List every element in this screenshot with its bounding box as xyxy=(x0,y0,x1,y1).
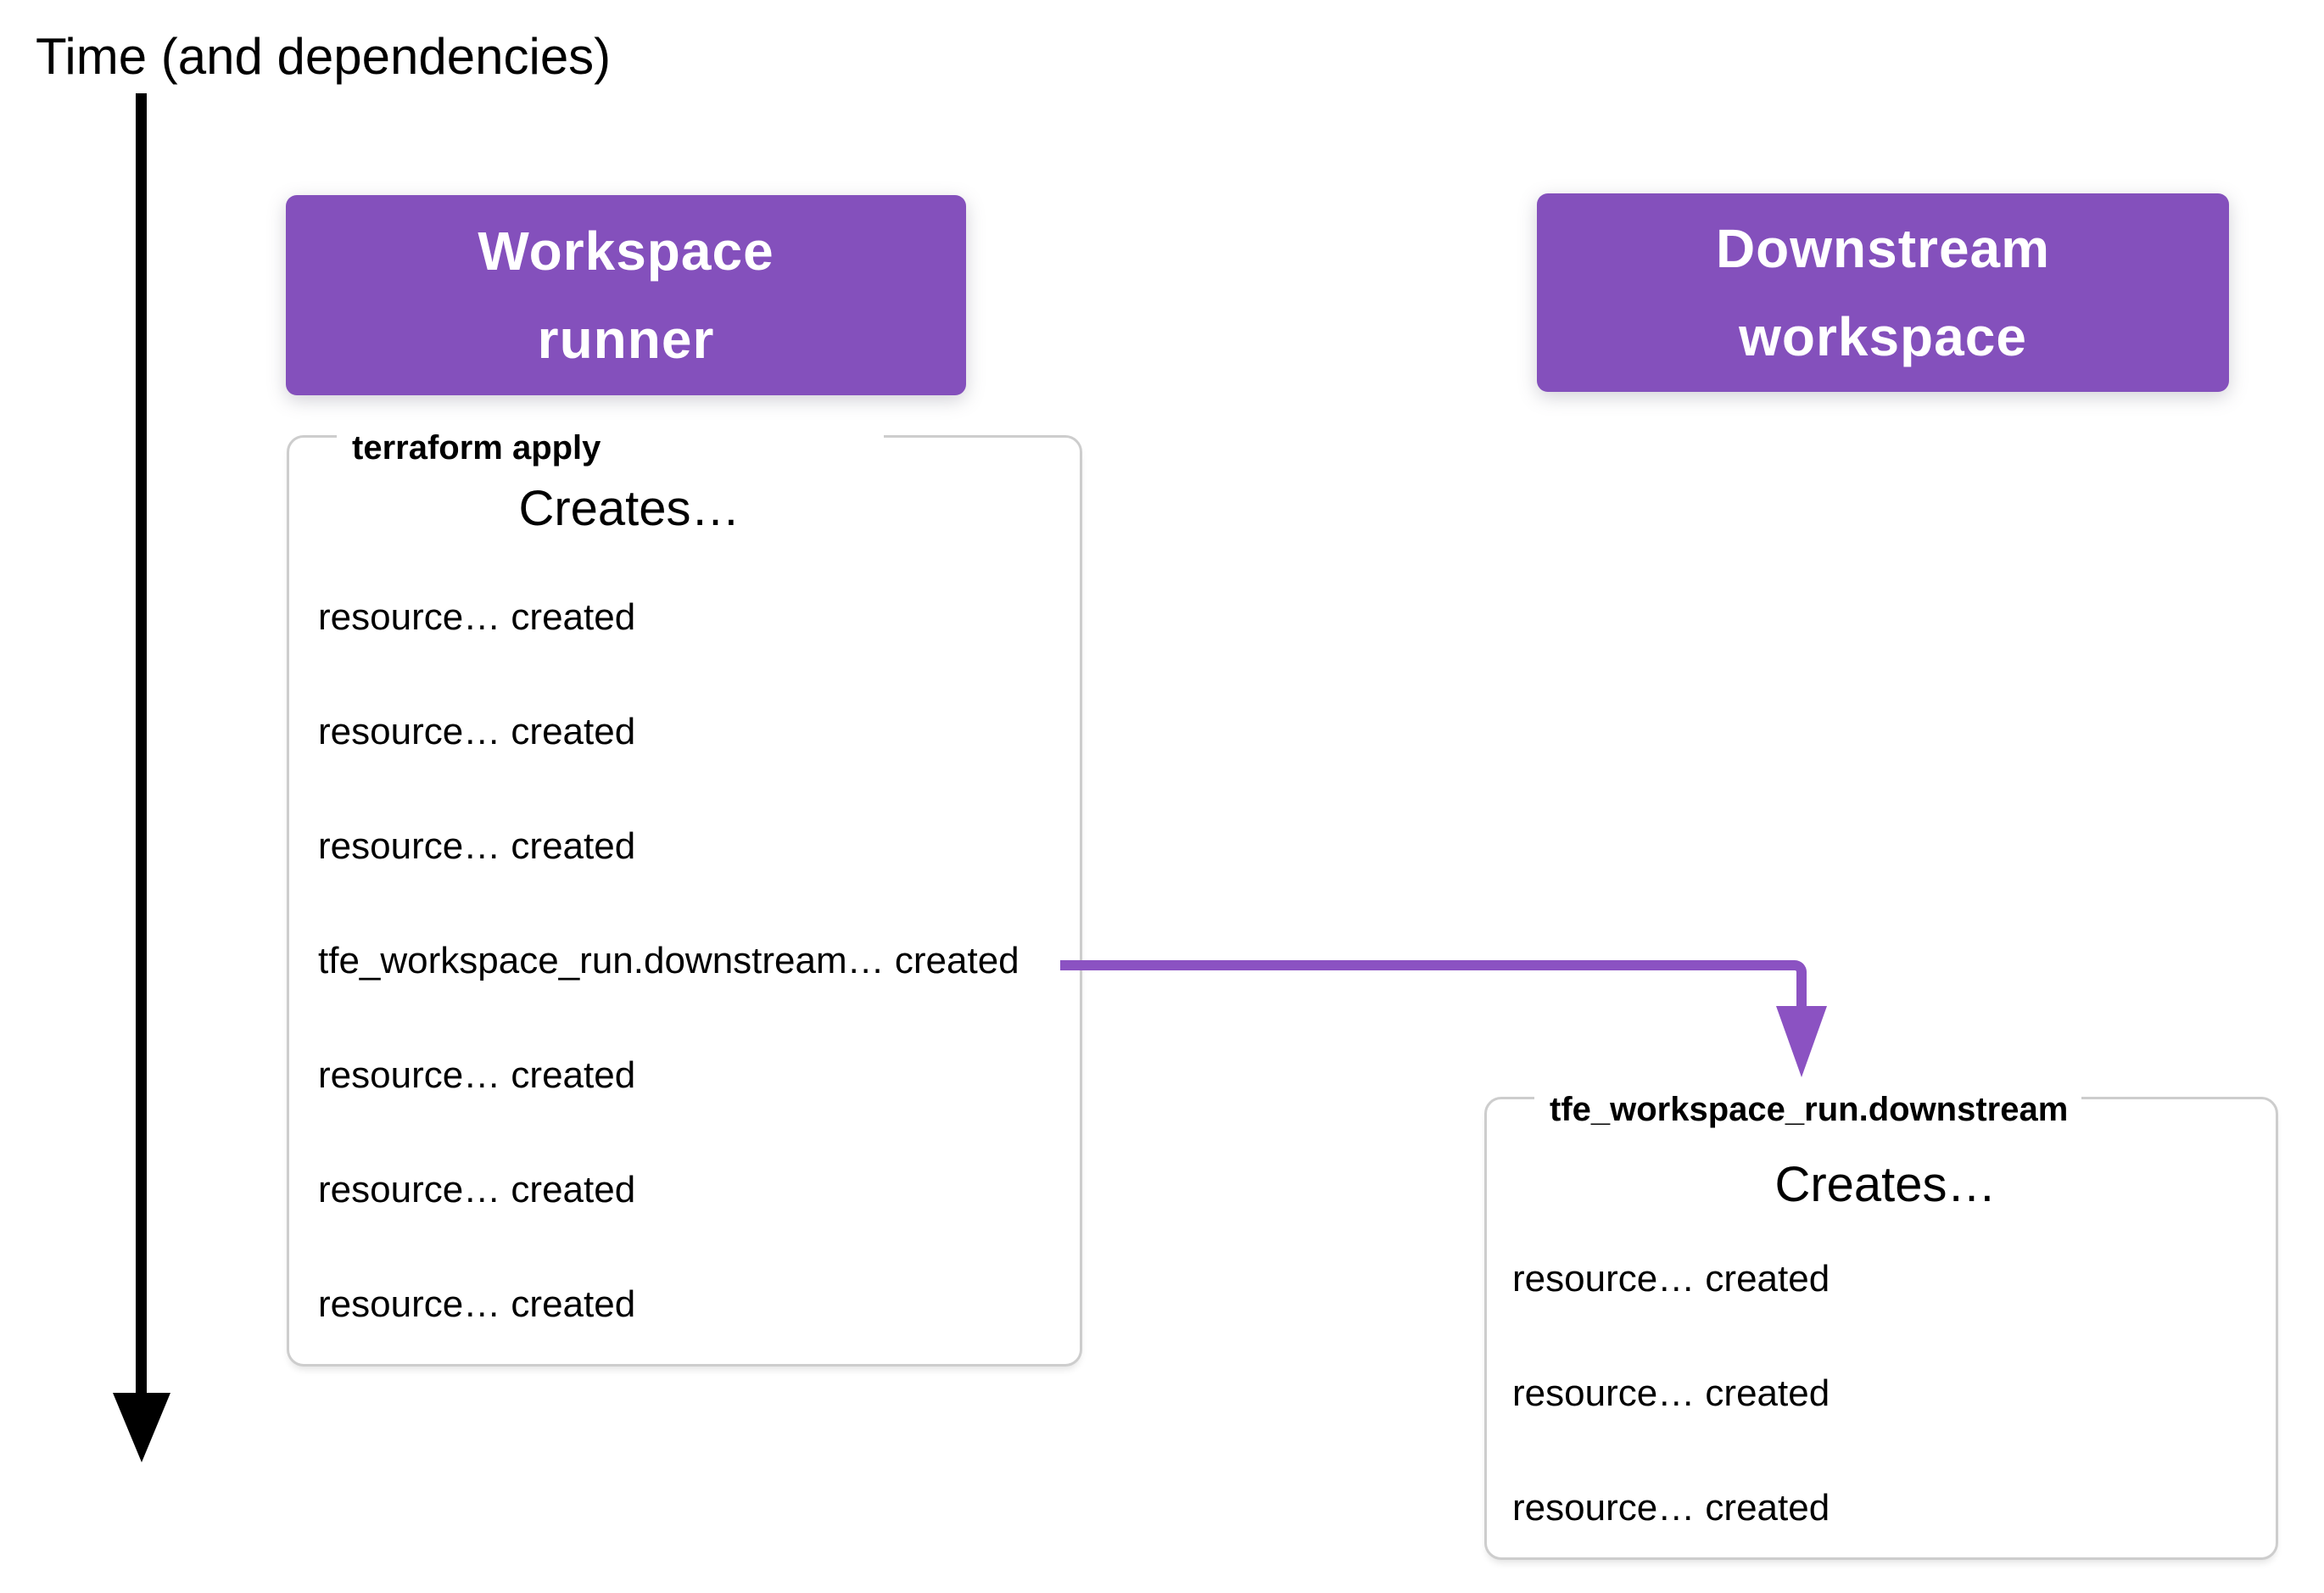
log-row: resource… created xyxy=(1512,1372,1830,1414)
terraform-apply-panel-legend: terraform apply xyxy=(337,428,884,467)
panel-heading: Creates… xyxy=(1774,1157,1997,1212)
run-trigger-arrow-head-icon xyxy=(1776,1006,1827,1077)
workspace-runner-header-line1: Workspace xyxy=(478,221,774,282)
terraform-apply-panel: terraform apply Creates… resource… creat… xyxy=(287,428,1082,1367)
run-trigger-arrow-line xyxy=(1060,960,1807,1008)
log-row: resource… created xyxy=(318,596,636,638)
time-axis-arrow-line xyxy=(136,93,147,1393)
log-row: resource… created xyxy=(318,1169,636,1210)
downstream-workspace-header: Downstream workspace xyxy=(1537,193,2229,392)
log-row: resource… created xyxy=(1512,1487,1830,1529)
workspace-runner-header-line2: runner xyxy=(537,309,715,370)
log-row: resource… created xyxy=(318,1054,636,1096)
downstream-workspace-header-line2: workspace xyxy=(1739,306,2027,367)
panel-heading: Creates… xyxy=(518,481,740,536)
downstream-workspace-header-line1: Downstream xyxy=(1715,218,2051,279)
log-row-tfe-workspace-run: tfe_workspace_run.downstream… created xyxy=(318,940,1020,981)
log-row: resource… created xyxy=(1512,1258,1830,1300)
log-row: resource… created xyxy=(318,711,636,752)
log-row: resource… created xyxy=(318,1283,636,1325)
time-axis-label: Time (and dependencies) xyxy=(36,28,612,85)
downstream-run-panel-legend: tfe_workspace_run.downstream xyxy=(1534,1090,2081,1129)
log-row: resource… created xyxy=(318,825,636,867)
workspace-runner-header: Workspace runner xyxy=(286,195,966,395)
time-axis-arrow-head-icon xyxy=(113,1393,170,1462)
downstream-run-panel: tfe_workspace_run.downstream Creates… re… xyxy=(1484,1090,2278,1560)
